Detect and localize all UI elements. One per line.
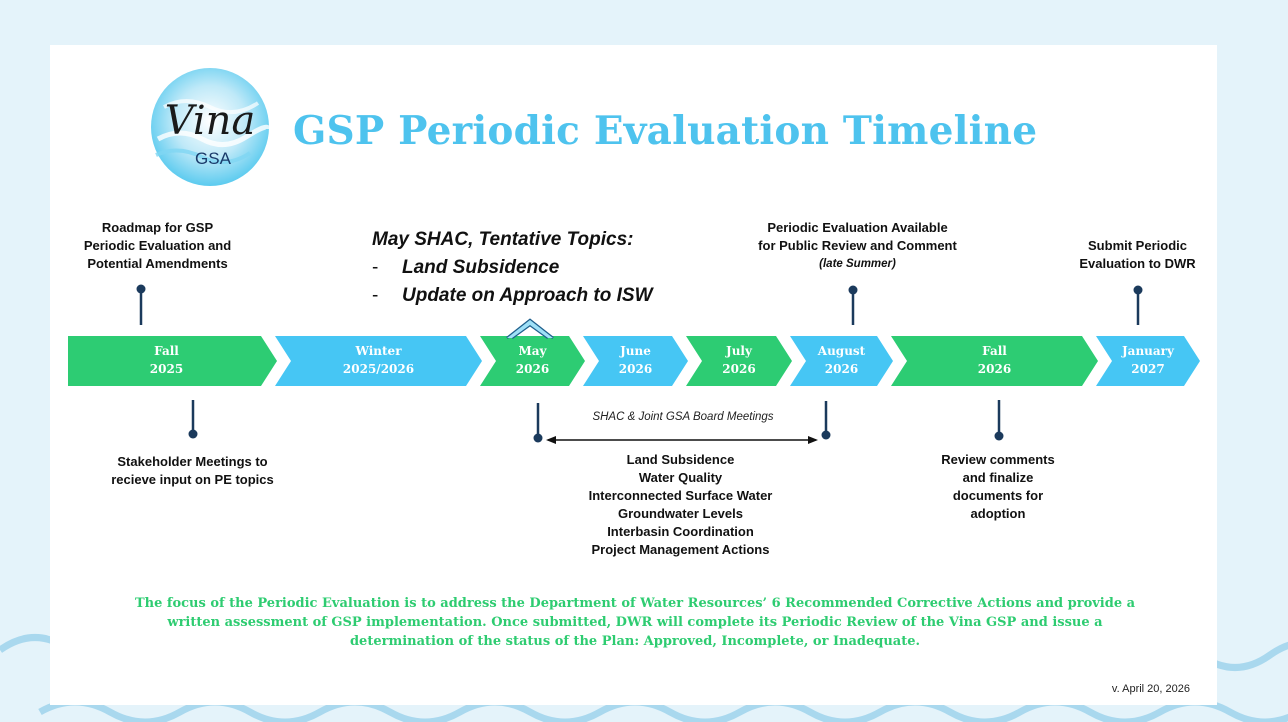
focus-statement: The focus of the Periodic Evaluation is … (134, 596, 1136, 649)
roadmap-line: Roadmap for GSP (101, 220, 214, 235)
timeline-segment (891, 336, 1098, 386)
roadmap-note: Roadmap for GSP Periodic Evaluation and … (70, 219, 245, 273)
submit-line: Evaluation to DWR (1079, 256, 1196, 271)
submit-pin-dot (1133, 285, 1143, 295)
caret-up-icon (507, 320, 553, 338)
timeline-segment (275, 336, 482, 386)
segment-period: July (726, 344, 752, 358)
public-review-pin-dot (848, 285, 858, 295)
shac-topics: May SHAC, Tentative Topics: -Land Subsid… (372, 226, 732, 310)
timeline-segment (790, 336, 893, 386)
segment-period: Fall (982, 344, 1007, 358)
review-line: Review comments (941, 452, 1055, 467)
segment-period: Winter (355, 344, 402, 358)
board-end-pin-dot (821, 430, 831, 440)
logo-text-main: Vina (165, 98, 256, 144)
submit-note: Submit Periodic Evaluation to DWR (1065, 237, 1210, 273)
timeline-segment (686, 336, 792, 386)
board-start-pin-dot (533, 433, 543, 443)
shac-item: -Update on Approach to ISW (372, 285, 653, 306)
segment-period: Fall (154, 344, 179, 358)
timeline-segment-label: July 2026 (679, 342, 799, 378)
segment-year: 2026 (824, 362, 859, 376)
segment-year: 2026 (618, 362, 653, 376)
board-topic: Water Quality (638, 470, 723, 485)
timeline-segment-label: January 2027 (1088, 342, 1208, 378)
review-line: documents for (952, 488, 1044, 503)
stakeholder-line: recieve input on PE topics (111, 472, 274, 487)
timeline-segment (68, 336, 277, 386)
vina-gsa-logo: Vina GSA (151, 68, 270, 186)
board-topic: Project Management Actions (591, 542, 770, 557)
public-review-line: Periodic Evaluation Available (767, 220, 948, 235)
board-meetings-label: SHAC & Joint GSA Board Meetings (592, 411, 774, 423)
board-topic: Interbasin Coordination (607, 524, 754, 539)
timeline-segment-label: June 2026 (576, 342, 696, 378)
public-review-note: Periodic Evaluation Available for Public… (730, 219, 985, 273)
board-topics: Land Subsidence Water Quality Interconne… (548, 451, 813, 559)
public-review-sub: (late Summer) (819, 258, 896, 270)
shac-heading: May SHAC, Tentative Topics: (372, 229, 634, 250)
board-topic: Land Subsidence (626, 452, 735, 467)
roadmap-line: Periodic Evaluation and (83, 238, 232, 253)
roadmap-pin-dot (136, 284, 146, 294)
segment-period: August (817, 344, 866, 358)
page-title: GSP Periodic Evaluation Timeline (293, 108, 1038, 154)
timeline-segment-label: Fall 2026 (935, 342, 1055, 378)
timeline-segment (1096, 336, 1200, 386)
segment-period: January (1122, 344, 1174, 358)
arrowhead-left (546, 436, 556, 444)
submit-line: Submit Periodic (1088, 238, 1187, 253)
version-label: v. April 20, 2026 (1111, 683, 1190, 695)
public-review-line: for Public Review and Comment (758, 238, 957, 253)
review-pin-dot (994, 431, 1004, 441)
board-topic: Interconnected Surface Water (588, 488, 773, 503)
shac-item-text: Update on Approach to ISW (402, 285, 653, 306)
timeline-segment (583, 336, 688, 386)
logo-text-sub: GSA (195, 149, 232, 168)
timeline-segment-label: August 2026 (782, 342, 902, 378)
roadmap-line: Potential Amendments (87, 256, 228, 271)
segment-year: 2027 (1131, 362, 1165, 376)
shac-item-text: Land Subsidence (402, 257, 560, 278)
segment-year: 2026 (722, 362, 756, 376)
stakeholder-note: Stakeholder Meetings to recieve input on… (95, 453, 290, 489)
timeline-segment-label: Winter 2025/2026 (319, 342, 439, 378)
timeline-segment-label: Fall 2025 (107, 342, 227, 378)
review-comments-note: Review comments and finalize documents f… (918, 451, 1078, 523)
stakeholder-line: Stakeholder Meetings to (117, 454, 268, 469)
shac-item: -Land Subsidence (372, 257, 560, 278)
review-line: and finalize (962, 470, 1034, 485)
segment-period: June (620, 344, 651, 358)
stakeholder-pin-dot (188, 429, 198, 439)
segment-year: 2025 (149, 362, 184, 376)
arrowhead-right (808, 436, 818, 444)
segment-year: 2026 (977, 362, 1012, 376)
timeline-segment-label: May 2026 (473, 342, 593, 378)
segment-year: 2026 (515, 362, 550, 376)
board-topic: Groundwater Levels (618, 506, 743, 521)
segment-year: 2025/2026 (342, 362, 415, 376)
review-line: adoption (970, 506, 1026, 521)
segment-period: May (518, 344, 547, 358)
timeline-segment (480, 336, 585, 386)
